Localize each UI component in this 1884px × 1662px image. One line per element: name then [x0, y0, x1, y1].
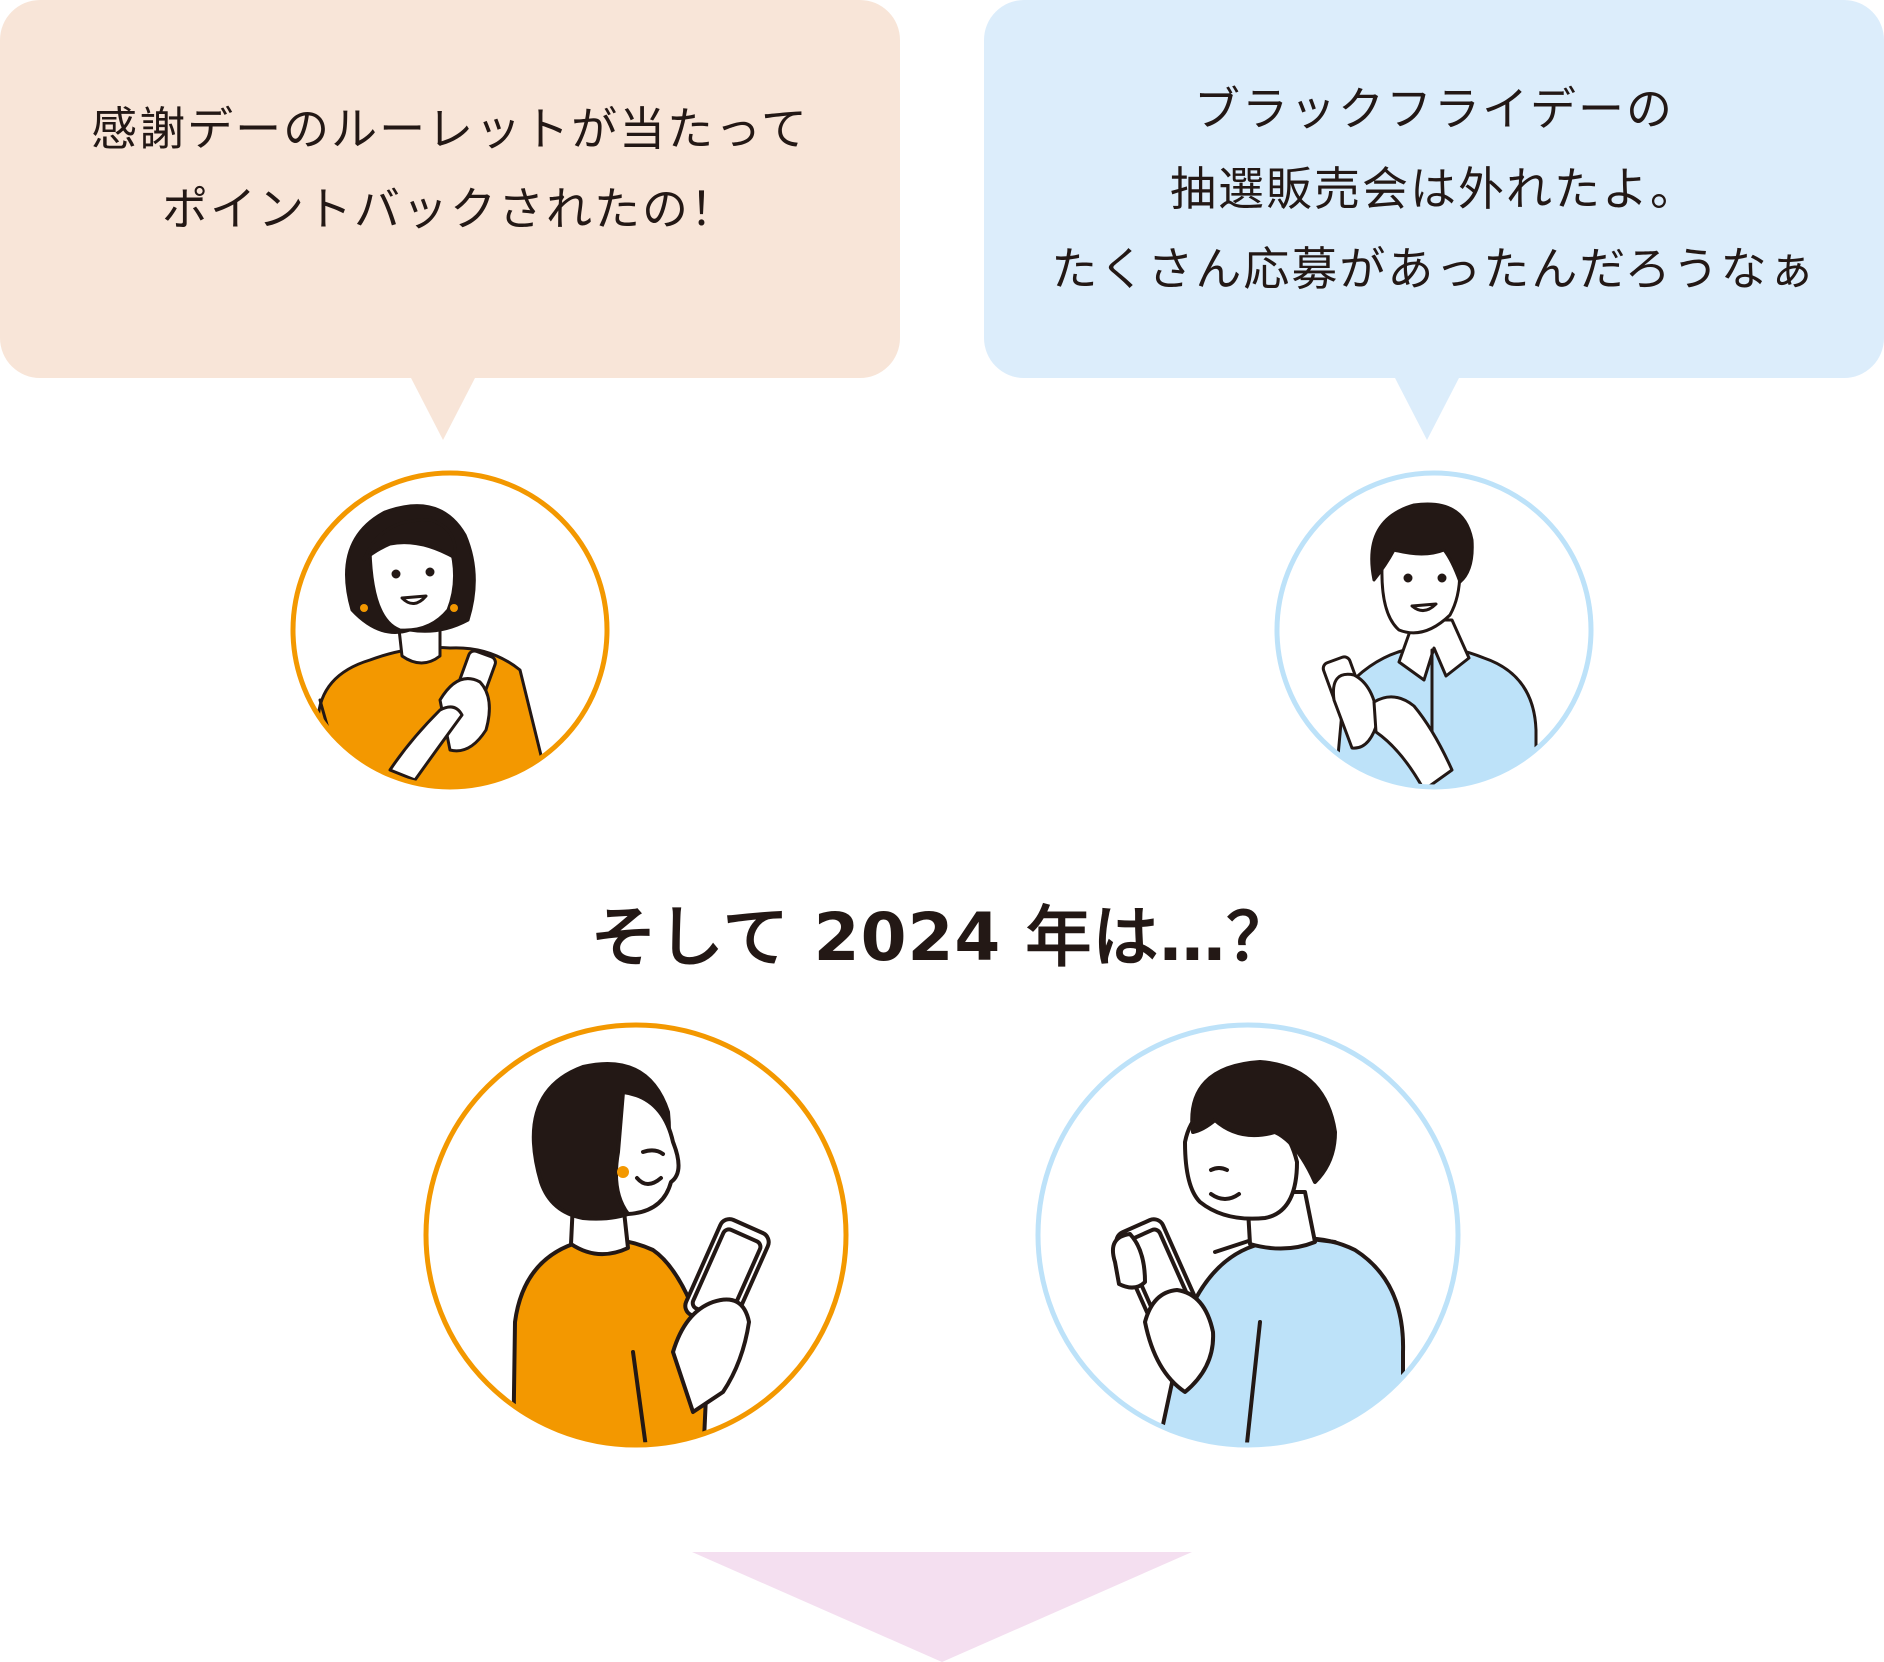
woman-speech-line-1: 感謝デーのルーレットが当たって	[91, 102, 809, 156]
heading-and-2024: そして 2024 年は…？	[590, 899, 1294, 976]
man-speech-line-2: 抽選販売会は外れたよ。	[1170, 162, 1698, 216]
woman-speech-line-2: ポイントバックされたの！	[162, 182, 738, 236]
woman-speech-bubble: 感謝デーのルーレットが当たって ポイントバックされたの！	[0, 0, 900, 440]
man-avatar-small	[1274, 470, 1594, 790]
woman-avatar-large	[423, 1022, 849, 1448]
man-speech-line-1: ブラックフライデーの	[1194, 82, 1674, 136]
bubble-tail	[1394, 376, 1460, 440]
down-arrow-icon	[692, 1552, 1192, 1662]
man-speech-bubble: ブラックフライデーの 抽選販売会は外れたよ。 たくさん応募があったんだろうなぁ	[984, 0, 1884, 440]
man-speech-line-3: たくさん応募があったんだろうなぁ	[1051, 242, 1817, 296]
man-avatar-large	[1035, 1022, 1461, 1448]
woman-avatar-small	[290, 470, 610, 790]
bubble-tail	[410, 376, 476, 440]
